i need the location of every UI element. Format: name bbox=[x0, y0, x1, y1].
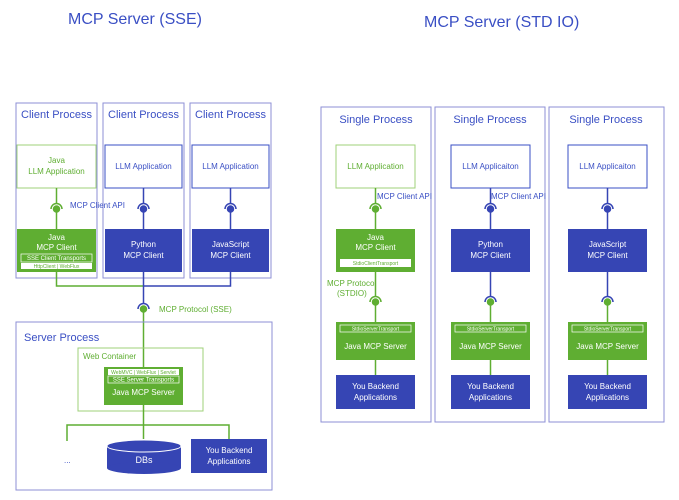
sse-java-mcp-server-label: Java MCP Server bbox=[112, 388, 175, 397]
server-process-label: Server Process bbox=[24, 332, 100, 344]
stdio-java-mcp-server-box bbox=[451, 322, 530, 360]
python-mcp-client-label: Python bbox=[131, 240, 156, 249]
js-mcp-client-label: MCP Client bbox=[210, 251, 251, 260]
web-container-label: Web Container bbox=[83, 352, 137, 361]
java-llm-application-box bbox=[16, 144, 97, 189]
webmvc-label: WebMVC | WebFlux | Servlet bbox=[111, 370, 176, 376]
stdio-backend-applications-label: Applications bbox=[469, 393, 512, 402]
title-stdio: MCP Server (STD IO) bbox=[424, 14, 579, 31]
stdio-java-protocol-connector bbox=[369, 272, 382, 322]
single-process-frame-python bbox=[434, 106, 546, 423]
stdio-python-mcp-client-box bbox=[451, 229, 530, 272]
js-llm-application-label: LLM Application bbox=[202, 162, 258, 171]
stdio-python-mcp-client-label: MCP Client bbox=[470, 251, 511, 260]
sse-server-fanout bbox=[66, 405, 230, 441]
stdio-java-mcp-server-box bbox=[568, 322, 647, 360]
stdio-java-mcp-server-label: Java MCP Server bbox=[459, 342, 522, 351]
client-process-label: Client Process bbox=[21, 109, 92, 121]
stdio-python-mcp-client-label: Python bbox=[478, 240, 503, 249]
stdio-java-mcp-client-label: Java bbox=[367, 233, 384, 242]
stdio-mcp-client-api-label-python: MCP Client API bbox=[491, 192, 546, 201]
js-llm-application-box bbox=[191, 144, 270, 189]
stdio-server-transport-label: StdioServerTransport bbox=[352, 327, 400, 333]
stdio-server-transport-label: StdioServerTransport bbox=[467, 327, 515, 333]
stdio-java-llm-application-box bbox=[335, 144, 416, 189]
server-process-frame bbox=[15, 321, 273, 491]
stdio-python-protocol-connector bbox=[484, 272, 497, 322]
dbs-cylinder bbox=[106, 439, 182, 474]
single-process-label: Single Process bbox=[569, 114, 643, 126]
httpclient-webflux-strip bbox=[21, 263, 92, 269]
stdio-java-llm-application-label: LLM Application bbox=[347, 162, 403, 171]
stdio-backend-applications-box bbox=[451, 375, 530, 409]
python-mcp-client-label: MCP Client bbox=[123, 251, 164, 260]
sse-client-transports-strip bbox=[20, 253, 93, 263]
stdio-backend-applications-label: You Backend bbox=[352, 382, 399, 391]
stdio-js-llm-application-label: LLM Applicaiton bbox=[579, 162, 635, 171]
mcp-protocol-stdio-label: MCP Protocol bbox=[327, 279, 376, 288]
sse-client-bus bbox=[55, 272, 232, 303]
java-client-api-connector bbox=[50, 188, 63, 229]
mcp-client-api-label: MCP Client API bbox=[70, 201, 125, 210]
stdio-js-llm-application-box bbox=[567, 144, 648, 189]
httpclient-webflux-label: HttpClient | WebFlux bbox=[34, 264, 80, 270]
stdio-backend-applications-label: Applications bbox=[354, 393, 397, 402]
stdio-backend-applications-box bbox=[336, 375, 415, 409]
sse-backend-applications-label: Applications bbox=[207, 457, 250, 466]
stdio-client-transport-strip bbox=[340, 259, 411, 267]
sse-client-transports-label: SSE Client Transports bbox=[27, 256, 86, 262]
stdio-python-client-api-connector bbox=[484, 188, 497, 229]
stdio-server-backend-lines bbox=[374, 360, 609, 375]
more-resources-ellipsis: ... bbox=[64, 456, 71, 465]
js-mcp-client-box bbox=[192, 229, 269, 272]
single-process-label: Single Process bbox=[339, 114, 413, 126]
java-llm-application-label: LLM Application bbox=[28, 167, 84, 176]
stdio-server-transport-label: StdioServerTransport bbox=[584, 327, 632, 333]
stdio-mcp-client-api-label: MCP Client API bbox=[377, 192, 432, 201]
java-mcp-client-label: Java bbox=[48, 233, 65, 242]
web-container-frame bbox=[77, 347, 204, 412]
sse-protocol-connector bbox=[137, 302, 150, 368]
java-llm-application-label: Java bbox=[48, 156, 65, 165]
python-llm-application-label: LLM Application bbox=[115, 162, 171, 171]
single-process-frame-js bbox=[548, 106, 665, 423]
stdio-client-transport-label: StdioClientTransport bbox=[353, 261, 399, 267]
stdio-java-mcp-server-label: Java MCP Server bbox=[576, 342, 639, 351]
stdio-python-llm-application-box bbox=[450, 144, 531, 189]
stdio-js-client-api-connector bbox=[601, 188, 614, 229]
single-process-frame-java bbox=[320, 106, 432, 423]
stdio-js-mcp-client-label: MCP Client bbox=[587, 251, 628, 260]
sse-server-transports-label: SSE Server Transports bbox=[113, 378, 174, 384]
sse-backend-applications-label: You Backend bbox=[206, 446, 253, 455]
dbs-label: DBs bbox=[135, 455, 153, 465]
client-process-label: Client Process bbox=[195, 109, 266, 121]
stdio-backend-applications-label: You Backend bbox=[467, 382, 514, 391]
mcp-protocol-stdio-label: (STDIO) bbox=[337, 289, 367, 298]
mcp-protocol-sse-label: MCP Protocol (SSE) bbox=[159, 305, 232, 314]
client-process-label: Client Process bbox=[108, 109, 179, 121]
stdio-js-mcp-client-box bbox=[568, 229, 647, 272]
js-mcp-client-label: JavaScript bbox=[212, 240, 250, 249]
sse-server-transports-strip bbox=[107, 375, 180, 384]
js-client-api-connector bbox=[224, 188, 237, 229]
stdio-java-client-api-connector bbox=[369, 188, 382, 229]
stdio-java-mcp-client-label: MCP Client bbox=[355, 243, 396, 252]
stdio-js-mcp-client-label: JavaScript bbox=[589, 240, 627, 249]
webmvc-strip bbox=[108, 369, 179, 375]
stdio-backend-applications-label: Applications bbox=[586, 393, 629, 402]
title-sse: MCP Server (SSE) bbox=[68, 11, 202, 28]
stdio-backend-applications-box bbox=[568, 375, 647, 409]
stdio-backend-applications-label: You Backend bbox=[584, 382, 631, 391]
stdio-python-llm-application-label: LLM Applicaiton bbox=[462, 162, 518, 171]
python-mcp-client-box bbox=[105, 229, 182, 272]
stdio-java-mcp-server-label: Java MCP Server bbox=[344, 342, 407, 351]
python-client-api-connector bbox=[137, 188, 150, 229]
stdio-java-mcp-server-box bbox=[336, 322, 415, 360]
sse-backend-applications-box bbox=[191, 439, 267, 473]
java-mcp-client-label: MCP Client bbox=[36, 243, 77, 252]
stdio-js-protocol-connector bbox=[601, 272, 614, 322]
single-process-label: Single Process bbox=[453, 114, 527, 126]
